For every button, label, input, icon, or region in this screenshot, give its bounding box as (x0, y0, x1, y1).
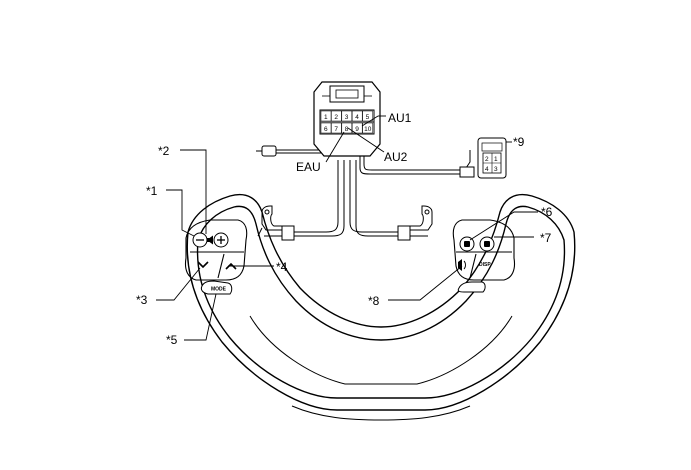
small-pin-1: 1 (494, 156, 498, 163)
hangup-button[interactable] (479, 236, 495, 252)
callout-5: *5 (166, 333, 178, 347)
connector-pin-4: 4 (355, 114, 359, 121)
connector-pin-cell (320, 110, 332, 122)
label-eau: EAU (296, 160, 321, 174)
connector-pin-8: 8 (345, 126, 349, 133)
connector-pin-5: 5 (366, 114, 370, 121)
connector-pin-6: 6 (324, 126, 328, 133)
disp-button[interactable]: DISP (479, 262, 491, 268)
connector-pin-2: 2 (334, 114, 338, 121)
callout-8: *8 (368, 294, 380, 308)
small-connector-9: 2 1 4 3 (477, 137, 507, 179)
steering-pad (186, 194, 576, 421)
mode-button[interactable]: MODE (200, 280, 233, 295)
callout-3: *3 (136, 293, 148, 307)
callout-2: *2 (158, 144, 170, 158)
label-au2: AU2 (384, 150, 408, 164)
harness-right (349, 160, 433, 241)
connector-pin-cell (362, 110, 373, 122)
lower-right-button[interactable] (457, 281, 486, 293)
harness-to-connector-9 (359, 150, 475, 178)
connector-pin-3: 3 (345, 114, 349, 121)
callout-7: *7 (540, 231, 552, 245)
connector-pin-cell (341, 122, 353, 134)
leader-lines (156, 115, 538, 341)
callout-4: *4 (276, 260, 288, 274)
connector-pin-cell (351, 122, 363, 134)
seek-up-button[interactable] (225, 262, 237, 270)
volume-minus-button[interactable] (192, 232, 208, 248)
callout-1: *1 (146, 184, 158, 198)
disp-button-label: DISP (479, 262, 491, 268)
connector-pin-10: 10 (364, 126, 372, 133)
connector-pin-cell (331, 110, 342, 122)
speaker-icon (207, 235, 213, 245)
harness-left (257, 160, 345, 241)
connector-pin-cell (320, 122, 332, 134)
callout-9: *9 (513, 135, 525, 149)
connector-pin-9: 9 (355, 126, 359, 133)
left-switch-panel (184, 219, 248, 281)
answer-button[interactable] (459, 236, 475, 252)
connector-pin-cell (351, 110, 363, 122)
mode-button-label: MODE (211, 287, 227, 293)
seek-down-button[interactable] (197, 261, 209, 269)
volume-plus-button[interactable] (213, 232, 229, 248)
voice-button[interactable] (458, 259, 466, 271)
callout-6: *6 (541, 205, 553, 219)
small-pin-3: 3 (494, 166, 498, 173)
label-au1: AU1 (388, 111, 412, 125)
small-pin-4: 4 (485, 166, 489, 173)
connector-pin-cell (341, 110, 353, 122)
connector-pin-1: 1 (324, 114, 328, 121)
connector-pin-cell (331, 122, 342, 134)
connector-pin-7: 7 (334, 126, 338, 133)
small-pin-2: 2 (485, 156, 489, 163)
